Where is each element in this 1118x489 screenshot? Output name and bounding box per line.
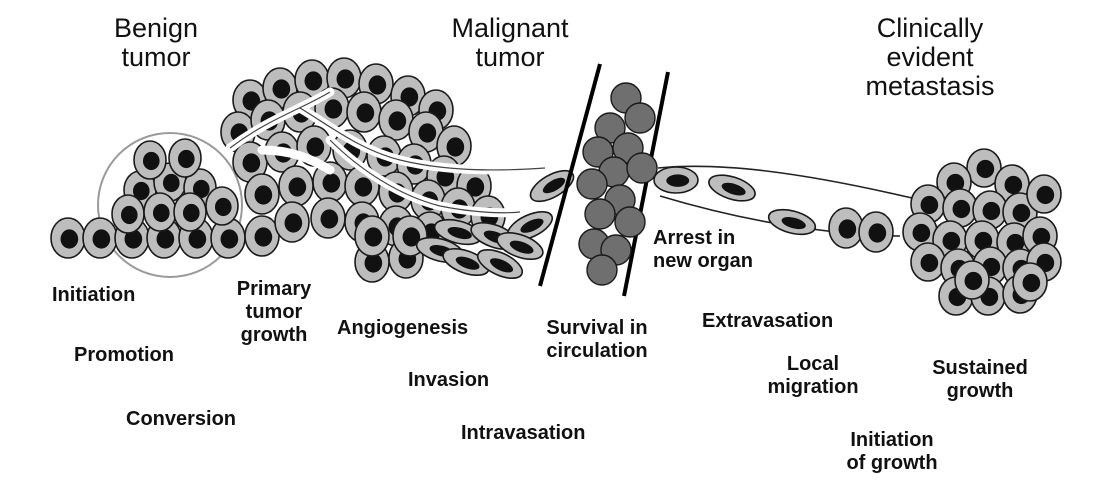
label-extravasation: Extravasation [702, 310, 833, 333]
label-local-migration: Localmigration [748, 353, 878, 399]
circulating-cell [615, 207, 645, 237]
header-metastasis: Clinicallyevidentmetastasis [845, 14, 1015, 101]
migrating-cell [706, 170, 758, 206]
circulating-cell [585, 199, 615, 229]
migrating-cell [829, 208, 863, 248]
label-promotion: Promotion [74, 344, 174, 367]
migrating-cell [654, 167, 698, 193]
label-angiogenesis: Angiogenesis [337, 317, 468, 340]
tumor-cell [83, 218, 117, 258]
circulating-cell [627, 153, 657, 183]
header-benign-tumor: Benigntumor [96, 14, 216, 72]
circulating-cell [577, 169, 607, 199]
header-malignant-tumor: Malignanttumor [425, 14, 595, 72]
tumor-cell [379, 100, 413, 140]
label-primary-tumor-growth: Primarytumorgrowth [218, 278, 330, 347]
tumor-cell [174, 193, 206, 231]
tumor-cell [144, 193, 176, 231]
tumor-cell [311, 198, 345, 238]
tumor-cell [51, 218, 85, 258]
metastasis-cell [1027, 175, 1061, 213]
label-intravasation: Intravasation [461, 422, 585, 445]
circulating-cell [587, 255, 617, 285]
metastasis-cells [903, 149, 1061, 315]
metastasis-cell [1013, 263, 1047, 301]
label-survival-in-circulation: Survival incirculation [526, 317, 668, 363]
label-conversion: Conversion [126, 408, 236, 431]
label-arrest-in-new-organ: Arrest innew organ [653, 227, 753, 273]
tumor-cell [169, 139, 201, 177]
label-sustained-growth: Sustainedgrowth [915, 357, 1045, 403]
label-invasion: Invasion [408, 369, 489, 392]
metastasis-cell [955, 261, 989, 299]
invasive-cell [355, 216, 389, 256]
tumor-cell [112, 195, 144, 233]
tumor-cell [279, 166, 313, 206]
tumor-cell [347, 92, 381, 132]
tumor-cell [275, 202, 309, 242]
tumor-cell [245, 216, 279, 256]
migrating-cell [766, 205, 818, 239]
migrating-cell [859, 212, 893, 252]
label-initiation: Initiation [52, 284, 135, 307]
tumor-cell [206, 187, 238, 225]
circulating-cell [625, 103, 655, 133]
metastasis-cell [911, 243, 945, 281]
tumor-cell [245, 174, 279, 214]
label-initiation-of-growth: Initiationof growth [822, 429, 962, 475]
tumor-cell [134, 141, 166, 179]
